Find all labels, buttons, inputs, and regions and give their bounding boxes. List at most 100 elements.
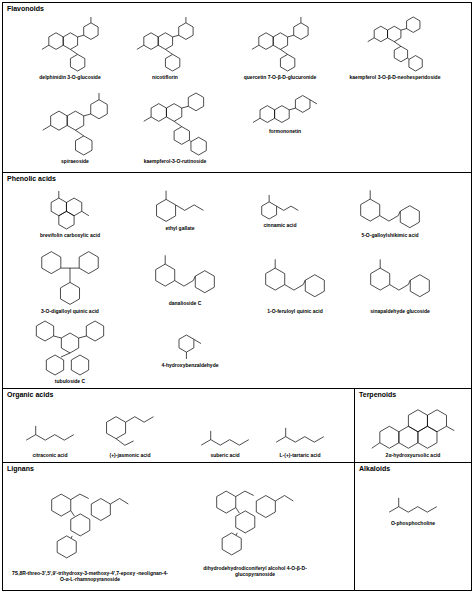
bond (79, 336, 87, 338)
chemical-structure (52, 494, 129, 558)
bond (370, 190, 371, 199)
chemical-structure (42, 17, 98, 71)
chemical-structure (157, 191, 204, 222)
ring (52, 494, 71, 516)
bond (99, 93, 100, 100)
ring (49, 33, 63, 50)
bond (398, 498, 399, 507)
category-panel: Alkaloids (354, 462, 472, 591)
ring (410, 275, 429, 297)
bond (408, 58, 409, 60)
ring (260, 106, 275, 123)
bond (61, 353, 70, 357)
bond (55, 435, 65, 441)
chemical-structure (368, 17, 423, 71)
bond (194, 205, 203, 211)
bond (380, 216, 389, 222)
compound-name: 5-O-galloylshikimic acid (345, 232, 435, 238)
ring (394, 46, 407, 61)
bond (90, 17, 91, 23)
bond (285, 285, 294, 291)
compound-name: (+)-jasmonic acid (95, 452, 165, 458)
ring (191, 137, 206, 155)
ring (266, 268, 285, 290)
bond (289, 108, 295, 110)
ring (144, 33, 158, 50)
ring (361, 199, 380, 221)
chemical-structure (266, 259, 325, 296)
compound-name: quercetin 7-O-β-D-glucuronide (235, 74, 325, 80)
bond (184, 281, 193, 287)
bond (71, 511, 75, 516)
bond (280, 49, 287, 54)
bond (211, 440, 221, 446)
bond (26, 435, 36, 441)
ring (236, 511, 255, 533)
bond (239, 440, 249, 446)
bond (70, 49, 77, 54)
bond (300, 17, 301, 23)
bond (399, 507, 409, 513)
bond (64, 435, 74, 441)
ring (388, 26, 401, 41)
bond (294, 285, 303, 291)
ring (408, 410, 427, 432)
bond (78, 35, 84, 37)
bond (295, 437, 305, 443)
bond (269, 195, 270, 202)
bond (220, 440, 230, 446)
bond (305, 437, 315, 443)
compound-name: formononetin (250, 128, 320, 134)
category-heading: Lignans (3, 463, 354, 474)
chemical-structure (51, 191, 89, 229)
compound-name: spiraeoside (35, 158, 115, 164)
ring (158, 33, 172, 50)
ring (195, 271, 214, 293)
ring (217, 491, 236, 513)
bond (390, 285, 399, 291)
bond (194, 339, 201, 343)
chemical-structure (179, 335, 201, 359)
category-panel: Terpenoids (354, 388, 472, 463)
chemical-structure (372, 410, 455, 449)
ring (166, 104, 181, 122)
compound-name: brevifolin carboxylic acid (30, 232, 110, 238)
bond (120, 499, 129, 505)
ring (36, 321, 53, 341)
ring (79, 252, 98, 274)
bond (71, 494, 80, 500)
bond (447, 426, 455, 430)
bond (252, 45, 259, 49)
chemical-structure (201, 431, 249, 445)
bond (236, 508, 240, 513)
ring (156, 264, 175, 286)
category-heading: Phenolic acids (3, 173, 471, 184)
bond (189, 140, 190, 142)
chemical-structure (276, 428, 324, 442)
bond (116, 439, 125, 446)
ring (71, 514, 90, 536)
bond (399, 285, 408, 291)
bond (389, 216, 398, 222)
bond (137, 45, 144, 49)
ring (222, 533, 241, 555)
bond (36, 435, 46, 441)
bond (110, 499, 119, 505)
bond (314, 437, 324, 443)
compound-name: citraconic acid (20, 452, 80, 458)
bond (70, 268, 71, 282)
ring (151, 104, 166, 122)
bond (182, 106, 189, 108)
ring (91, 100, 108, 119)
bond (285, 428, 286, 437)
ring (273, 33, 287, 50)
bond (84, 114, 91, 116)
bond (236, 533, 237, 535)
bond (418, 507, 428, 513)
bond (175, 281, 184, 287)
bond (80, 494, 89, 498)
bond (303, 280, 305, 284)
bond (401, 29, 407, 31)
ring (174, 127, 189, 145)
category-heading: Flavonoids (3, 3, 471, 14)
